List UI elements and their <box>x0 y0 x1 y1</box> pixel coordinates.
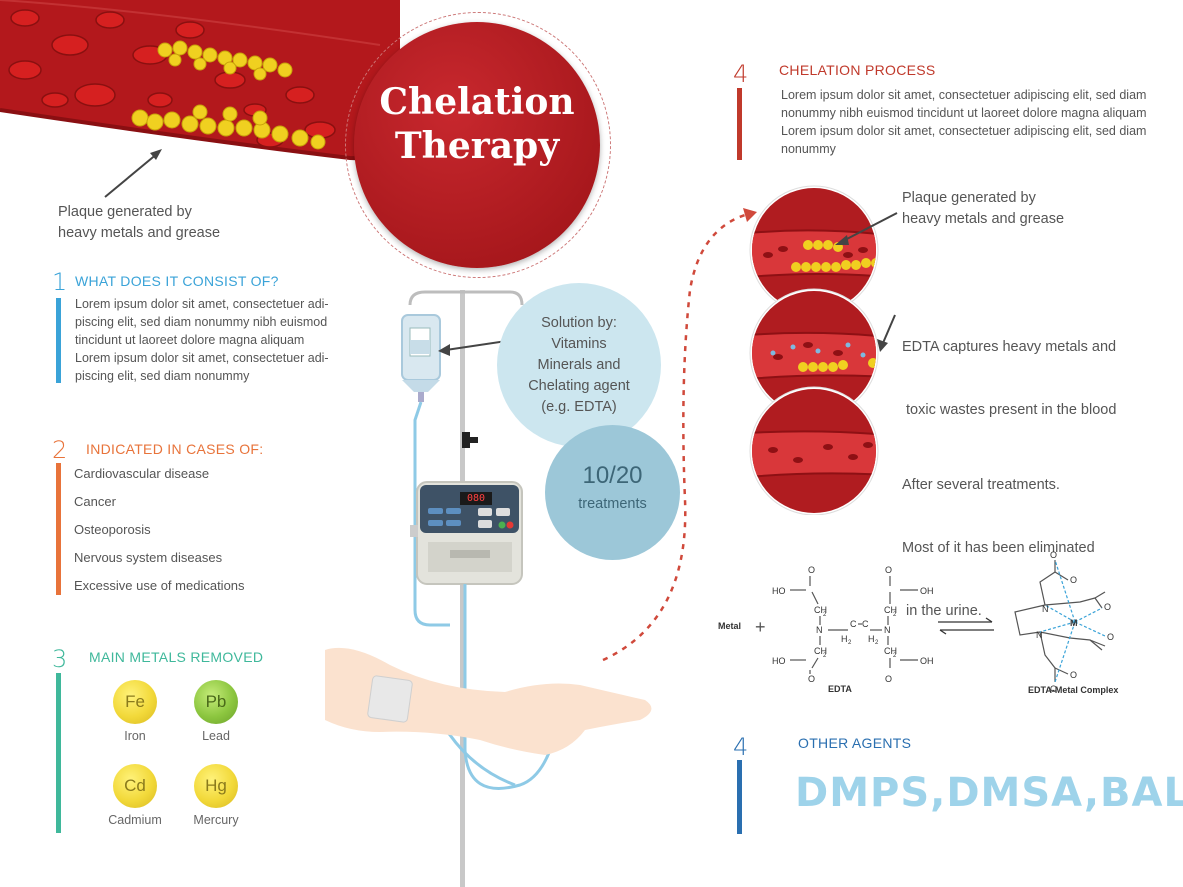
svg-text:C: C <box>850 619 857 629</box>
svg-text:2: 2 <box>848 640 852 646</box>
metal-hg-name: Mercury <box>193 813 239 827</box>
section1-heading: WHAT DOES IT CONSIST OF? <box>75 273 279 289</box>
svg-text:Metal: Metal <box>718 621 741 631</box>
title-circle-border <box>345 12 611 278</box>
svg-text:N: N <box>884 625 891 635</box>
svg-text:O: O <box>1107 632 1114 642</box>
svg-text:O: O <box>885 565 892 575</box>
indication-item: Osteoporosis <box>74 522 151 537</box>
svg-text:OH: OH <box>920 586 934 596</box>
svg-text:OH: OH <box>920 656 934 666</box>
blood-vessel-illustration <box>0 0 401 162</box>
svg-text:2: 2 <box>875 640 879 646</box>
section4a-text: Lorem ipsum dolor sit amet, consectetuer… <box>781 88 1147 156</box>
metal-hg-circle: Hg <box>194 764 238 808</box>
section4b-bar <box>737 760 742 834</box>
metal-cd-name: Cadmium <box>108 813 162 827</box>
svg-text:O: O <box>1070 575 1077 585</box>
svg-text:O: O <box>1050 550 1057 560</box>
solution-circle <box>497 283 661 447</box>
pump-display: 080 <box>466 493 486 504</box>
section1-number: 1 <box>52 268 68 296</box>
section4a-number: 4 <box>733 60 749 88</box>
process-dashed-arrow <box>602 208 757 662</box>
edta-label: EDTA <box>828 684 852 694</box>
section2-heading: INDICATED IN CASES OF: <box>86 441 264 457</box>
section3-heading: MAIN METALS REMOVED <box>89 649 264 665</box>
section3-number: 3 <box>52 645 68 673</box>
page-title: Chelation Therapy <box>379 81 575 167</box>
svg-text:O: O <box>808 674 815 684</box>
svg-text:H: H <box>868 634 875 644</box>
svg-text:2: 2 <box>893 653 897 659</box>
svg-text:CH: CH <box>814 605 827 615</box>
section2-number: 2 <box>52 436 68 464</box>
section4a-bar <box>737 88 742 160</box>
section1-text: Lorem ipsum dolor sit amet, consectetuer… <box>75 297 329 383</box>
svg-text:2: 2 <box>823 653 827 659</box>
metal-pb-name: Lead <box>202 729 230 743</box>
svg-text:O: O <box>885 674 892 684</box>
svg-text:2: 2 <box>823 612 827 618</box>
solution-text: Solution by: Vitamins Minerals and Chela… <box>528 315 630 415</box>
indication-item: Cardiovascular disease <box>74 466 210 481</box>
title-circle <box>354 22 600 268</box>
indication-item: Cancer <box>74 494 116 509</box>
svg-text:O: O <box>1070 670 1077 680</box>
section3-bar <box>56 673 61 833</box>
process-caption-2: EDTA captures heavy metals and toxic was… <box>902 339 1117 418</box>
other-agents-list: DMPS,DMSA,BAL <box>795 770 1183 816</box>
section4b-heading: OTHER AGENTS <box>798 735 912 751</box>
section4a-heading: CHELATION PROCESS <box>779 62 936 78</box>
process-caption-1: Plaque generated by heavy metals and gre… <box>902 190 1065 227</box>
complex-label: EDTA-Metal Complex <box>1028 685 1118 695</box>
treatments-circle <box>545 425 680 560</box>
svg-text:HO: HO <box>772 656 786 666</box>
metal-fe-circle: Fe <box>113 680 157 724</box>
process-pointer-arrows <box>835 212 898 352</box>
svg-text:M: M <box>1070 618 1078 628</box>
metal-fe-name: Iron <box>124 729 146 743</box>
svg-text:HO: HO <box>772 586 786 596</box>
plaque-pointer-arrow <box>104 149 162 198</box>
svg-text:CH: CH <box>884 605 897 615</box>
svg-text:O: O <box>1104 602 1111 612</box>
indication-item: Excessive use of medications <box>74 578 245 593</box>
svg-text:N: N <box>1036 630 1043 640</box>
metal-cd-circle: Cd <box>113 764 157 808</box>
metal-pb-circle: Pb <box>194 680 238 724</box>
svg-text:O: O <box>1050 684 1057 694</box>
svg-text:C: C <box>862 619 869 629</box>
svg-text:2: 2 <box>893 612 897 618</box>
svg-text:O: O <box>808 565 815 575</box>
treatments-count: 10/20 <box>582 462 643 489</box>
section1-bar <box>56 298 61 383</box>
treatments-label: treatments <box>578 496 647 512</box>
iv-drip-illustration <box>325 290 652 887</box>
svg-text:CH: CH <box>884 646 897 656</box>
indication-item: Nervous system diseases <box>74 550 223 565</box>
plaque-caption: Plaque generated by heavy metals and gre… <box>58 204 221 241</box>
svg-text:N: N <box>816 625 823 635</box>
process-caption-3: After several treatments. Most of it has… <box>902 477 1095 619</box>
svg-text:CH: CH <box>814 646 827 656</box>
section2-bar <box>56 463 61 595</box>
svg-text:+: + <box>755 617 766 637</box>
section4b-number: 4 <box>733 733 749 761</box>
svg-text:N: N <box>1042 604 1049 614</box>
svg-text:H: H <box>841 634 848 644</box>
process-circles <box>749 185 879 515</box>
